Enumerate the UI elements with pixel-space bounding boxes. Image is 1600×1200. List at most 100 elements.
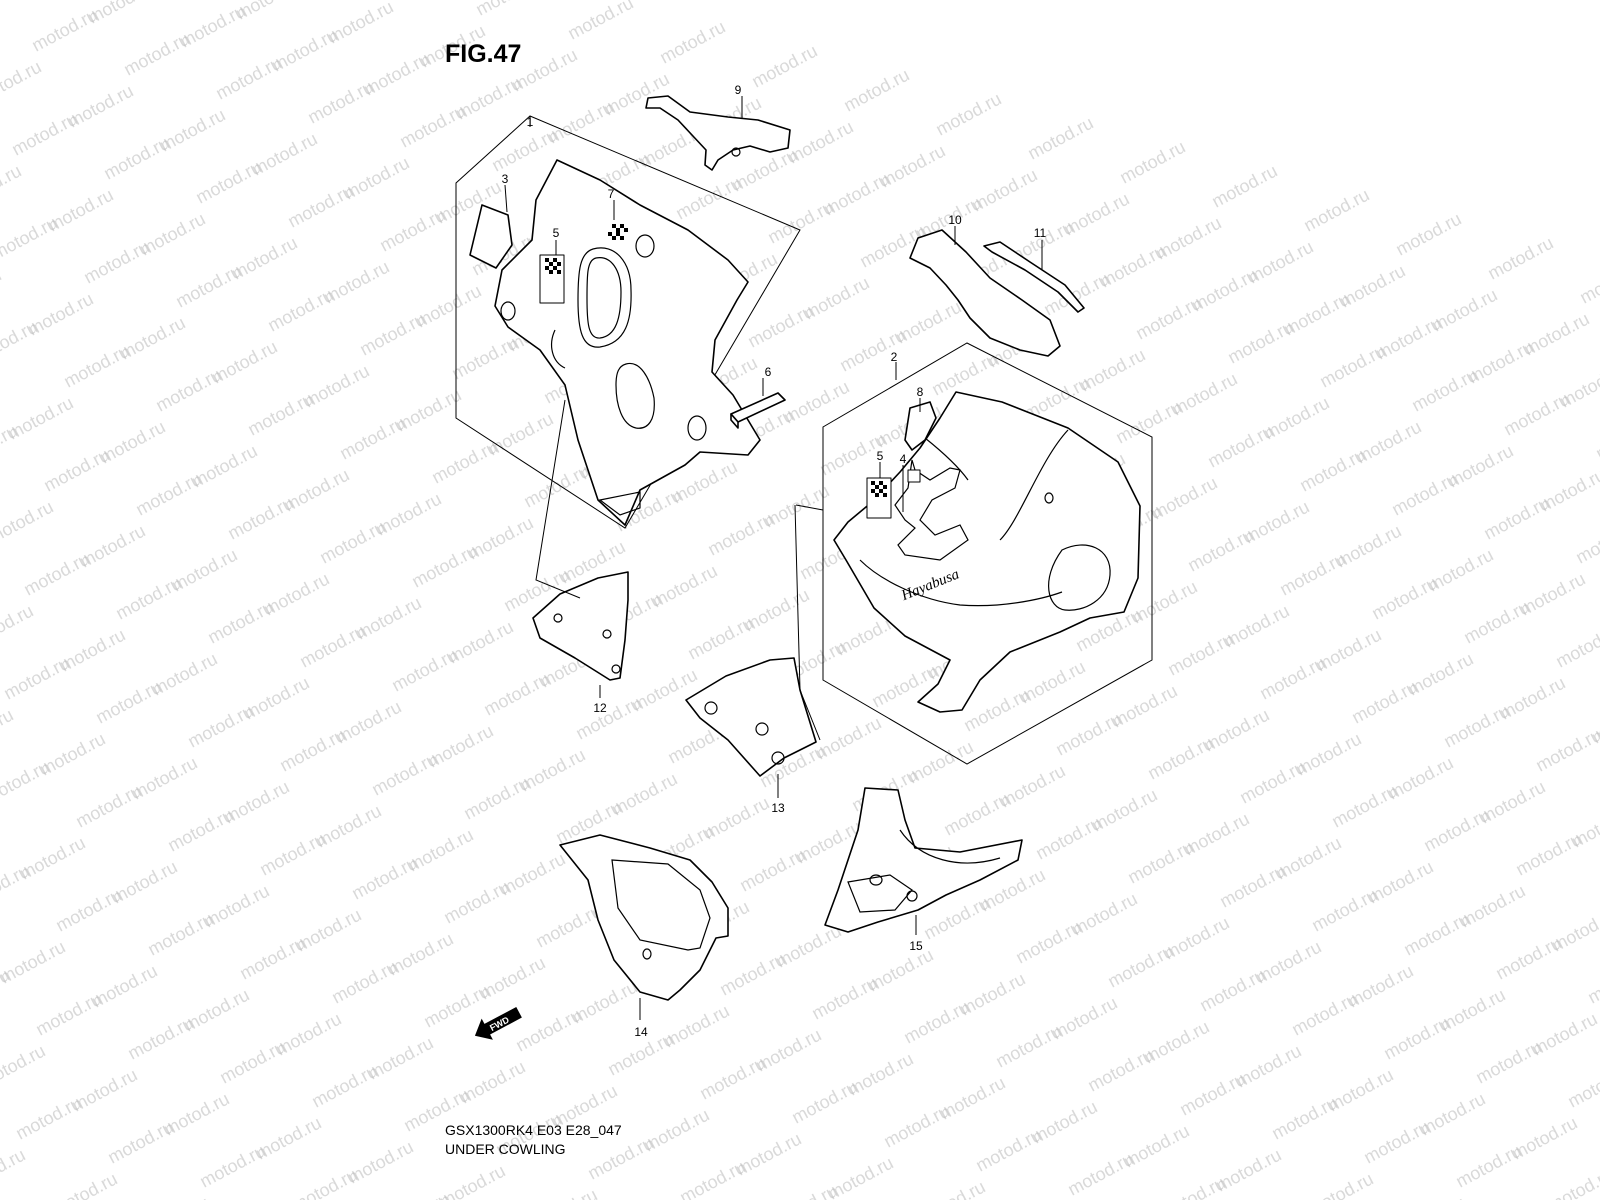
watermark-text: motod.ru [0, 57, 45, 108]
watermark-text: motod.ru [316, 517, 388, 568]
watermark-text: motod.ru [0, 1041, 49, 1092]
watermark-text: motod.ru [1156, 1173, 1228, 1200]
watermark-text: motod.ru [520, 461, 592, 512]
watermark-text: motod.ru [72, 781, 144, 832]
watermark-text: motod.ru [256, 829, 328, 880]
part-inner-panel-10 [909, 229, 1061, 357]
watermark-text: motod.ru [1360, 1117, 1432, 1168]
watermark-text: motod.ru [328, 957, 400, 1008]
watermark-text: motod.ru [1480, 493, 1552, 544]
watermark-text: motod.ru [1552, 621, 1600, 672]
watermark-text: motod.ru [584, 1133, 656, 1184]
watermark-text: motod.ru [1084, 1045, 1156, 1096]
watermark-text: motod.ru [460, 773, 532, 824]
part-under-cowling-15 [824, 787, 1023, 933]
watermark-text: motod.ru [236, 933, 308, 984]
watermark-text: motod.ru [840, 65, 912, 116]
watermark-text: motod.ru [736, 845, 808, 896]
watermark-text: motod.ru [0, 0, 65, 4]
watermark-text: motod.ru [1420, 805, 1492, 856]
callout-6: 6 [765, 365, 772, 379]
watermark-text: motod.ru [336, 413, 408, 464]
watermark-text: motod.ru [284, 181, 356, 232]
watermark-text: motod.ru [1216, 861, 1288, 912]
callout-7: 7 [608, 187, 615, 201]
watermark-text: motod.ru [20, 549, 92, 600]
callout-12: 12 [593, 701, 607, 715]
watermark-text: motod.ru [448, 333, 520, 384]
watermark-text: motod.ru [276, 725, 348, 776]
callout-10: 10 [948, 213, 962, 227]
part-cushion-6 [730, 392, 786, 429]
watermark-text: motod.ru [1116, 137, 1188, 188]
decal-label-5-left [539, 254, 565, 304]
watermark-text: motod.ru [0, 317, 41, 368]
watermark-text: motod.ru [152, 365, 224, 416]
watermark-text: motod.ru [1236, 757, 1308, 808]
watermark-text: motod.ru [1348, 677, 1420, 728]
watermark-text: motod.ru [704, 509, 776, 560]
watermark-text: motod.ru [164, 805, 236, 856]
watermark-text: motod.ru [388, 645, 460, 696]
watermark-text: motod.ru [0, 1145, 29, 1196]
watermark-text: motod.ru [488, 125, 560, 176]
watermark-text: motod.ru [1484, 233, 1556, 284]
decal-label-7 [608, 224, 628, 240]
watermark-text: motod.ru [1392, 209, 1464, 260]
watermark-text: motod.ru [808, 973, 880, 1024]
watermark-text: motod.ru [212, 53, 284, 104]
watermark-text: motod.ru [92, 677, 164, 728]
callout-11: 11 [1034, 226, 1047, 240]
watermark-text: motod.ru [572, 693, 644, 744]
watermark-text: motod.ru [288, 1165, 360, 1200]
watermark-text: motod.ru [1296, 445, 1368, 496]
watermark-text: motod.ru [1164, 629, 1236, 680]
watermark-text: motod.ru [748, 41, 820, 92]
watermark-text: motod.ru [1208, 161, 1280, 212]
watermark-text: motod.ru [744, 301, 816, 352]
callout-3: 3 [502, 172, 509, 186]
watermark-text: motod.ru [1544, 1165, 1600, 1200]
watermark-text: motod.ru [244, 389, 316, 440]
watermark-text: motod.ru [440, 877, 512, 928]
watermark-text: motod.ru [1176, 1069, 1248, 1120]
watermark-text: motod.ru [1300, 185, 1372, 236]
watermark-text: motod.ru [1184, 525, 1256, 576]
watermark-text: motod.ru [1576, 257, 1600, 308]
watermark-text: motod.ru [1032, 813, 1104, 864]
watermark-text: motod.ru [672, 173, 744, 224]
watermark-text: motod.ru [1052, 709, 1124, 760]
watermark-text: motod.ru [0, 601, 37, 652]
watermark-text: motod.ru [676, 1157, 748, 1200]
watermark-text: motod.ru [204, 597, 276, 648]
watermark-text: motod.ru [1204, 421, 1276, 472]
leader-line-box2-edge [795, 504, 824, 511]
watermark-text: motod.ru [124, 1013, 196, 1064]
watermark-text: motod.ru [472, 0, 544, 20]
watermark-text: motod.ru [1584, 957, 1600, 1008]
watermark-text: motod.ru [380, 1189, 452, 1200]
watermark-text: motod.ru [1276, 549, 1348, 600]
watermark-text: motod.ru [0, 161, 25, 212]
leader-3 [504, 184, 508, 213]
watermark-text: motod.ru [408, 541, 480, 592]
watermark-text: motod.ru [60, 341, 132, 392]
watermark-text: motod.ru [48, 1169, 120, 1200]
watermark-text: motod.ru [972, 1125, 1044, 1176]
watermark-text: motod.ru [684, 613, 756, 664]
watermark-text: motod.ru [916, 1177, 988, 1200]
watermark-text: motod.ru [80, 237, 152, 288]
watermark-text: motod.ru [120, 29, 192, 80]
watermark-text: motod.ru [716, 949, 788, 1000]
watermark-text: motod.ru [12, 1093, 84, 1144]
watermark-text: motod.ru [788, 1077, 860, 1128]
leader-line-box2-13 [794, 504, 821, 741]
watermark-text: motod.ru [1328, 781, 1400, 832]
watermark-text: motod.ru [1400, 909, 1472, 960]
watermark-text: motod.ru [992, 1021, 1064, 1072]
watermark-text: motod.ru [356, 309, 428, 360]
watermark-text: motod.ru [0, 653, 72, 704]
watermark-text: motod.ru [1396, 1193, 1468, 1200]
